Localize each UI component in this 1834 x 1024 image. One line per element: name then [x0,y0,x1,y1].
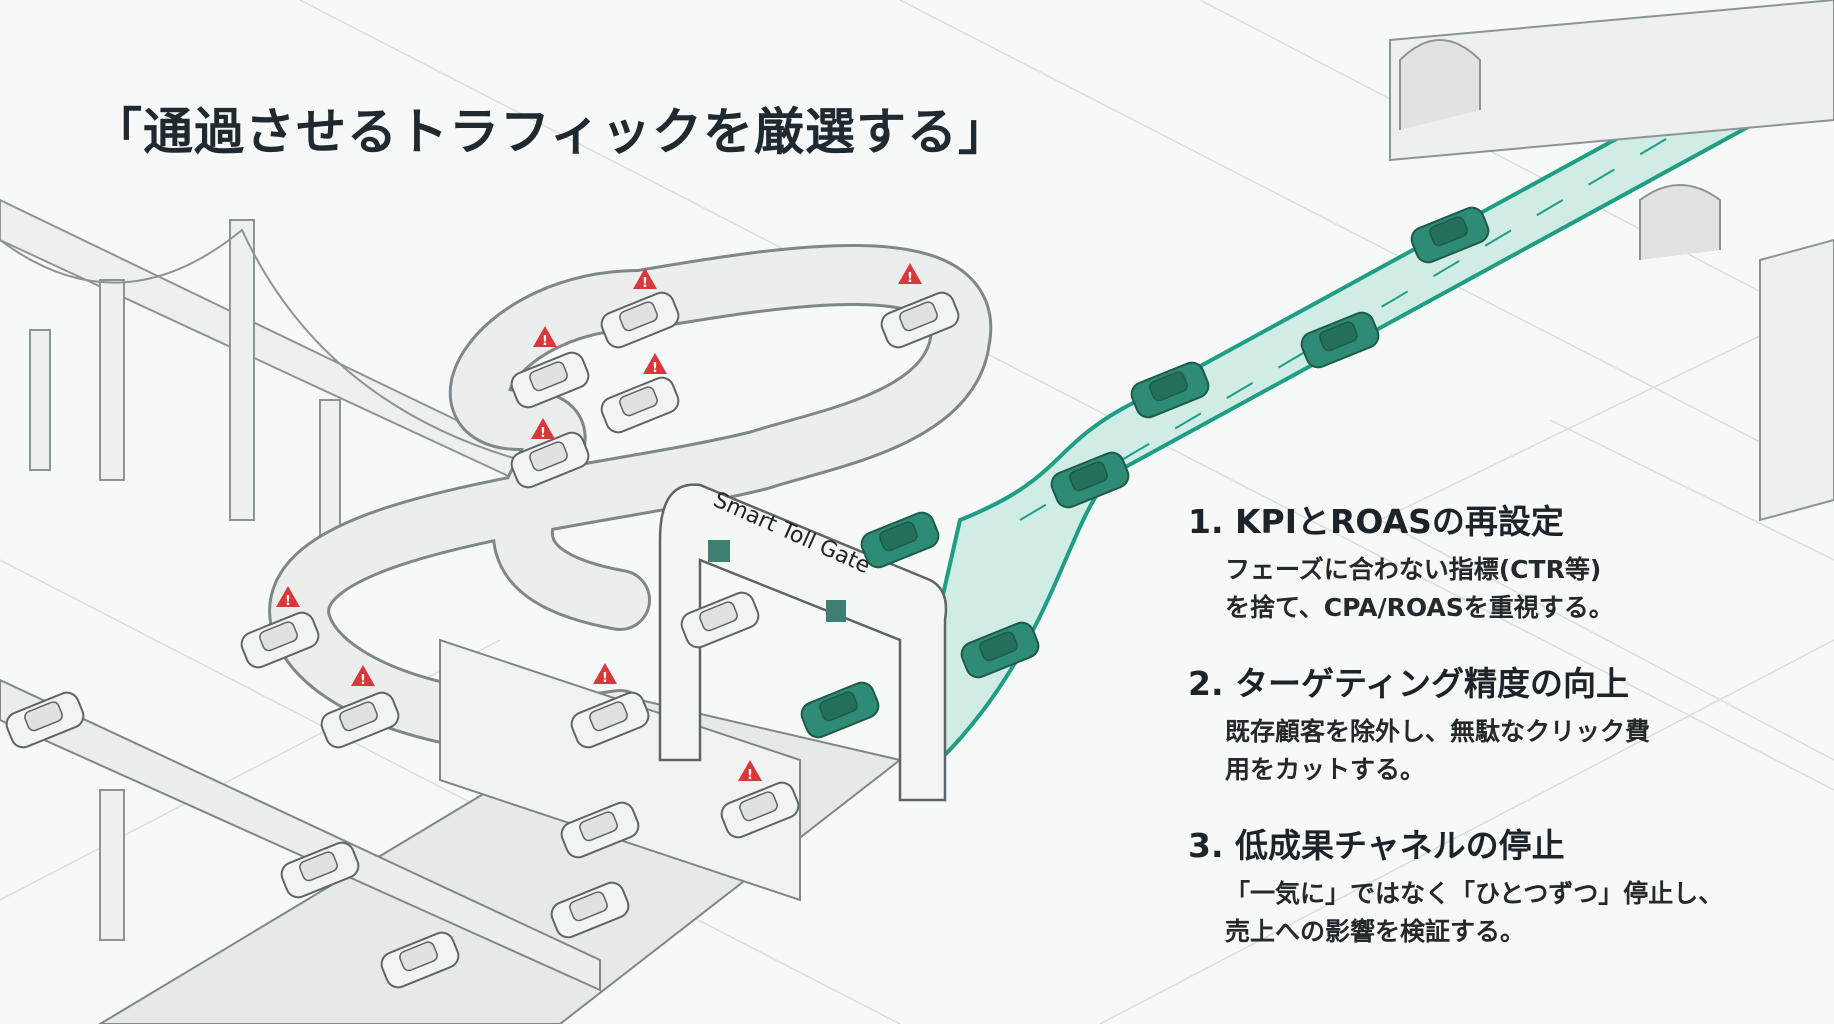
point-targeting: 2. ターゲティング精度の向上 既存顧客を除外し、無駄なクリック費 用をカットす… [1188,657,1808,789]
point-body-line: 売上への影響を検証する。 [1225,917,1526,946]
warning-icon: ! [898,263,922,286]
point-kpi-roas: 1. KPIとROASの再設定 フェーズに合わない指標(CTR等) を捨て、CP… [1188,495,1808,627]
warning-icon: ! [276,586,300,609]
warning-icon: ! [351,665,375,688]
car [240,611,320,669]
svg-text:!: ! [642,276,648,291]
svg-text:!: ! [540,426,546,441]
warning-icon: ! [643,353,667,376]
car [1130,361,1210,419]
car [1410,206,1490,264]
camera-icon [708,540,730,562]
point-body-line: 「一気に」ではなく「ひとつずつ」停止し、 [1225,879,1724,908]
cars [5,206,1490,989]
car [550,881,630,939]
warnings: !!!!!!!!! [276,263,922,783]
svg-text:!: ! [747,768,753,783]
key-points-list: 1. KPIとROASの再設定 フェーズに合わない指標(CTR等) を捨て、CP… [1188,495,1808,981]
warning-icon: ! [531,418,555,441]
svg-text:!: ! [602,671,608,686]
car [680,591,760,649]
car [560,801,640,859]
car [800,681,880,739]
car [960,621,1040,679]
car [1050,451,1130,509]
point-channel-stop: 3. 低成果チャネルの停止 「一気に」ではなく「ひとつずつ」停止し、 売上への影… [1188,819,1808,951]
car [1300,311,1380,369]
car [570,691,650,749]
point-body-line: 用をカットする。 [1225,755,1426,784]
car [510,351,590,409]
camera-icon [826,600,846,622]
car [720,781,800,839]
warning-icon: ! [533,326,557,349]
svg-text:!: ! [285,594,291,609]
svg-text:!: ! [652,361,658,376]
point-body-line: を捨て、CPA/ROASを重視する。 [1225,593,1614,622]
warning-icon: ! [633,268,657,291]
svg-text:!: ! [907,271,913,286]
car [880,291,960,349]
point-heading: 3. 低成果チャネルの停止 [1188,826,1565,865]
car [600,376,680,434]
tunnels [1389,0,1834,522]
car [600,291,680,349]
warning-icon: ! [738,760,762,783]
page-title: 「通過させるトラフィックを厳選する」 [92,103,1009,161]
car [860,511,940,569]
car [5,691,85,749]
svg-text:!: ! [542,334,548,349]
point-heading: 1. KPIとROASの再設定 [1188,502,1564,541]
point-body-line: 既存顧客を除外し、無駄なクリック費 [1225,717,1651,746]
point-body-line: フェーズに合わない指標(CTR等) [1225,555,1602,584]
warning-icon: ! [593,663,617,686]
car [510,431,590,489]
car [280,841,360,899]
bridge [0,198,561,551]
point-heading: 2. ターゲティング精度の向上 [1188,664,1630,703]
car [320,691,400,749]
car [380,931,460,989]
svg-text:!: ! [360,673,366,688]
